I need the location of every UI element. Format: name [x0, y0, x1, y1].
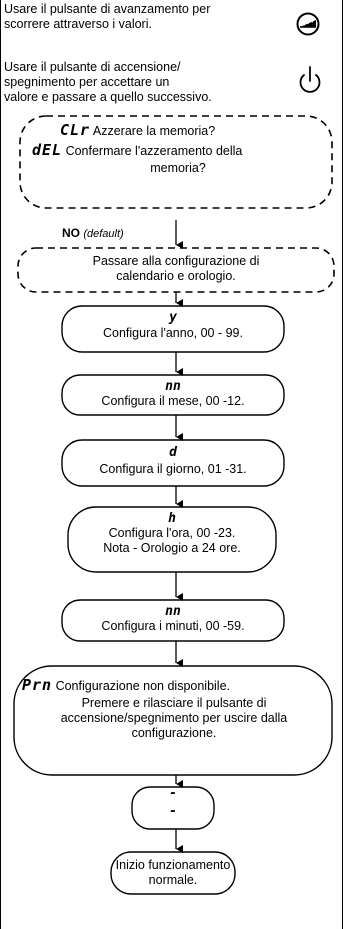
month-node — [61, 374, 285, 416]
hour-text: Configura l'ora, 00 -23. Nota - Orologio… — [103, 526, 241, 555]
clear-line-1: CLr Azzerare la memoria? — [60, 123, 310, 139]
confirm-text: Confermare l'azzeramento della — [65, 144, 243, 158]
dash-top: - — [169, 786, 177, 801]
not-available-node — [13, 665, 333, 776]
clear-line-2: dEL Confermare l'azzeramento della — [32, 143, 327, 159]
exit-instruction: Premere e rilasciare il pulsante di acce… — [60, 696, 288, 740]
branch-no: NO — [62, 226, 80, 240]
day-node — [61, 439, 285, 487]
power-instruction: Usare il pulsante di accensione/ spegnim… — [4, 60, 212, 104]
not-available-text: Configurazione non disponibile. — [55, 679, 231, 693]
advance-instruction: Usare il pulsante di avanzamento per sco… — [4, 2, 211, 31]
prn-code: Prn — [22, 676, 53, 694]
config-calendar-text: Passare alla configurazione di calendari… — [92, 254, 260, 283]
power-icon — [299, 66, 321, 93]
day-text: Configura il giorno, 01 -31. — [99, 462, 247, 476]
not-available-line-1: Prn Configurazione non disponibile. — [22, 678, 326, 694]
day-code: d — [169, 445, 177, 460]
hour-node — [67, 506, 277, 573]
confirm-text-2: memoria? — [150, 161, 206, 175]
dash-bottom: - — [169, 804, 177, 819]
month-text: Configura il mese, 00 -12. — [101, 394, 245, 408]
month-code: nn — [165, 379, 181, 394]
start-node — [110, 851, 236, 895]
del-code: dEL — [32, 141, 63, 159]
year-text: Configura l'anno, 00 - 99. — [103, 326, 243, 340]
dash-node — [131, 786, 215, 830]
start-text: Inizio funzionamento normale. — [115, 858, 231, 887]
minute-text: Configura i minuti, 00 -59. — [101, 619, 245, 633]
year-node — [61, 305, 285, 353]
clr-code: CLr — [60, 121, 91, 139]
clear-memory-node — [19, 115, 333, 209]
year-code: y — [169, 310, 177, 325]
minute-code: nn — [165, 604, 181, 619]
branch-default: (default) — [83, 228, 124, 240]
clear-question: Azzerare la memoria? — [92, 124, 216, 138]
hour-code: h — [168, 511, 176, 526]
branch-label: NO (default) — [62, 226, 124, 240]
advance-button-icon — [296, 12, 320, 36]
minute-node — [61, 599, 285, 642]
